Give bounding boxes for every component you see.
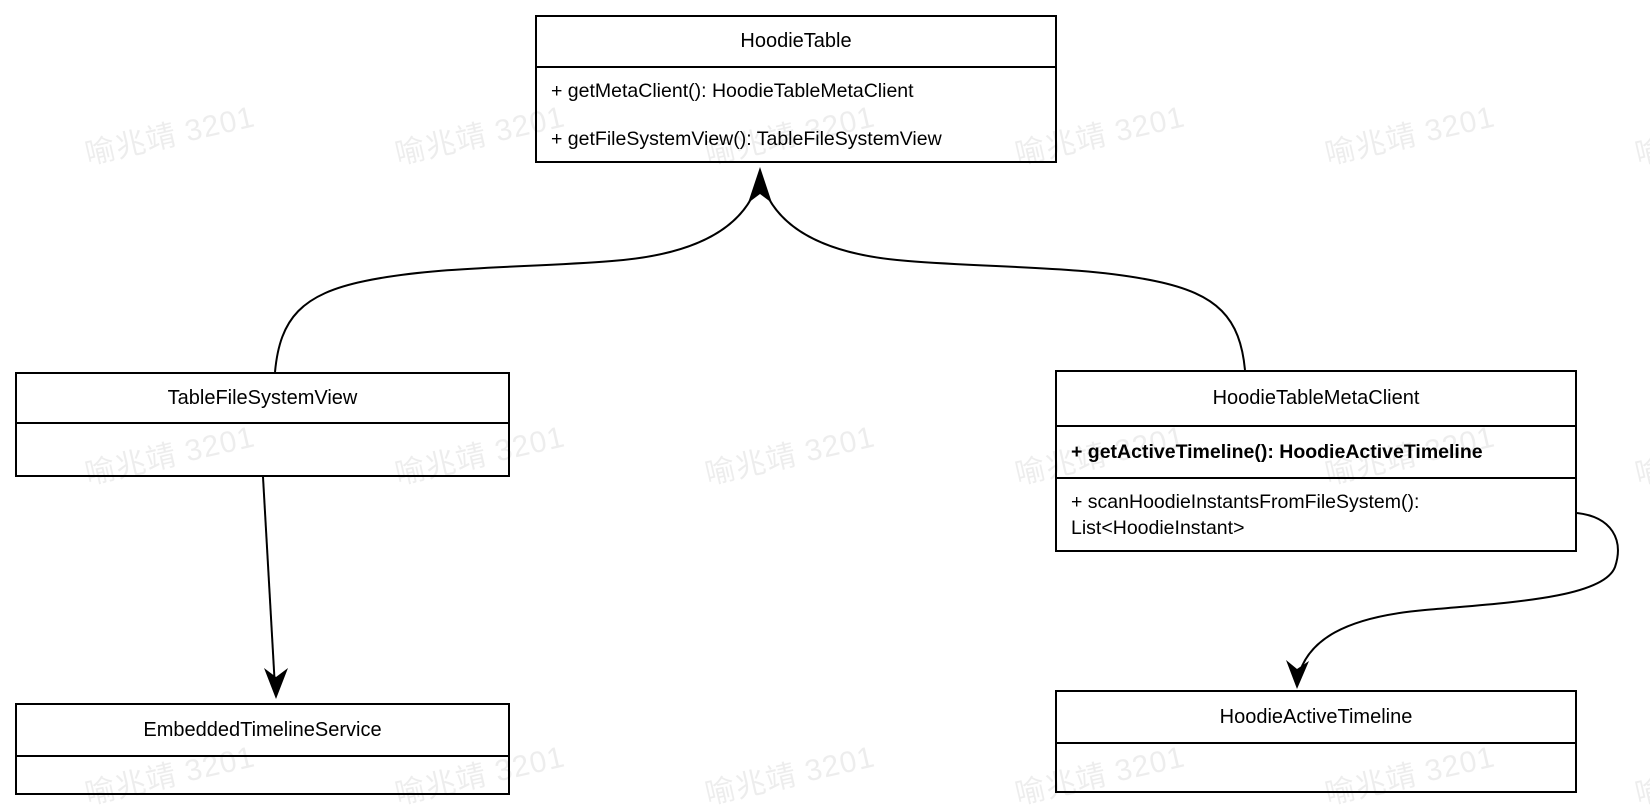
class-hoodie-table: HoodieTable + getMetaClient(): HoodieTab…	[535, 15, 1057, 163]
arrowhead-up-icon	[748, 167, 772, 203]
class-hoodie-table-meta-client-title: HoodieTableMetaClient	[1212, 387, 1420, 409]
class-hoodie-active-timeline-title: HoodieActiveTimeline	[1219, 705, 1413, 728]
class-table-file-system-view-title: TableFileSystemView	[167, 386, 358, 409]
method-get-file-system-view: + getFileSystemView(): TableFileSystemVi…	[551, 127, 942, 150]
watermark-text: 喻兆靖 3201	[702, 740, 879, 812]
class-hoodie-active-timeline-body	[1057, 742, 1575, 791]
class-table-file-system-view-body	[17, 422, 508, 475]
method-get-active-timeline: + getActiveTimeline(): HoodieActiveTimel…	[1071, 441, 1483, 463]
method-get-meta-client: + getMetaClient(): HoodieTableMetaClient	[551, 79, 914, 102]
watermark-text: 喻兆靖 3201	[702, 420, 879, 492]
arrowhead-down2-icon	[1286, 660, 1309, 689]
class-hoodie-active-timeline: HoodieActiveTimeline	[1055, 690, 1577, 793]
class-hoodie-table-meta-client-comp2: + scanHoodieInstantsFromFileSystem(): Li…	[1057, 477, 1575, 550]
class-hoodie-table-methods: + getMetaClient(): HoodieTableMetaClient…	[537, 66, 1055, 161]
watermark-text: 喻兆靖 3201	[1632, 100, 1650, 172]
class-embedded-timeline-service-title: EmbeddedTimelineService	[143, 718, 382, 741]
class-table-file-system-view: TableFileSystemView	[15, 372, 510, 477]
watermark-text: 喻兆靖 3201	[82, 100, 259, 172]
class-embedded-timeline-service-body	[17, 755, 508, 793]
watermark-text: 喻兆靖 3201	[1322, 100, 1499, 172]
watermark-text: 喻兆靖 3201	[1632, 740, 1650, 812]
class-hoodie-table-meta-client: HoodieTableMetaClient + getActiveTimelin…	[1055, 370, 1577, 552]
edge-tablefilesystemview-to-hoodietable	[274, 185, 758, 373]
watermark-text: 喻兆靖 3201	[1632, 420, 1650, 492]
arrowhead-down-icon	[264, 668, 288, 699]
class-hoodie-table-meta-client-comp1: + getActiveTimeline(): HoodieActiveTimel…	[1057, 425, 1575, 477]
edge-tablefilesystemview-to-embeddedtimelineservice	[262, 476, 276, 689]
method-scan-hoodie-instants: + scanHoodieInstantsFromFileSystem(): Li…	[1071, 490, 1420, 539]
class-hoodie-table-title: HoodieTable	[740, 30, 852, 52]
edge-hoodietablemetaclient-to-hoodietable	[762, 185, 1246, 371]
class-embedded-timeline-service: EmbeddedTimelineService	[15, 703, 510, 795]
